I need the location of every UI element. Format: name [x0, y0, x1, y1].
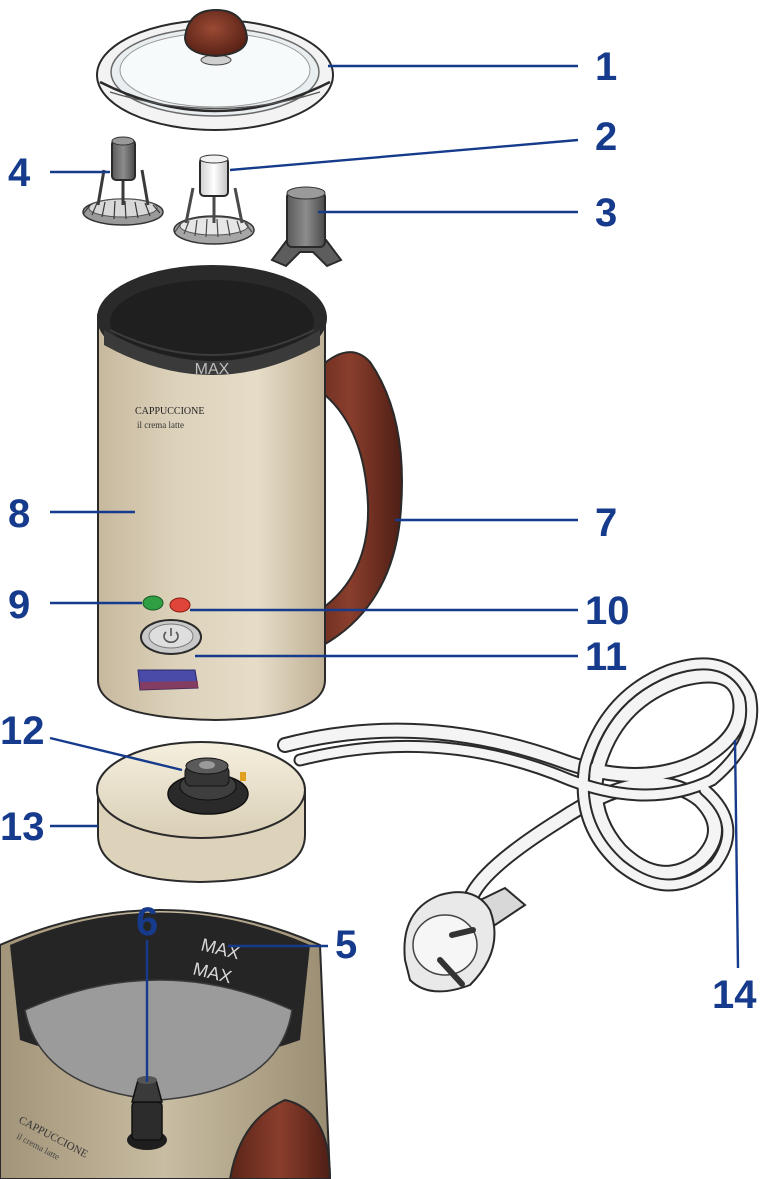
- whisk-coupling-pin: [127, 1076, 167, 1150]
- leader-2: [229, 138, 579, 172]
- whisk-left: [82, 136, 164, 226]
- lid-knob: [183, 8, 249, 66]
- callout-11: 11: [585, 635, 627, 679]
- red-indicator-led: [169, 597, 191, 613]
- inset-handle: [228, 1098, 332, 1179]
- max-mark: MAX: [195, 361, 230, 378]
- callout-5: 5: [335, 923, 357, 967]
- callout-9: 9: [8, 583, 30, 627]
- connector-pin: [167, 757, 249, 815]
- callout-3: 3: [595, 191, 617, 235]
- whisk-spindle: [270, 186, 343, 268]
- callout-13: 13: [0, 805, 45, 849]
- brand-text: CAPPUCCIONE: [135, 406, 204, 417]
- callout-10: 10: [585, 589, 630, 633]
- power-button[interactable]: [140, 619, 202, 655]
- whisk-middle: [173, 154, 255, 245]
- callout-4: 4: [8, 151, 31, 195]
- power-cord: [277, 657, 759, 908]
- callout-2: 2: [595, 115, 617, 159]
- callout-12: 12: [0, 709, 45, 753]
- callout-14: 14: [712, 973, 757, 1017]
- callout-labels: 1 2 3 4 7 8 9 10 11 12 13 14 5: [0, 45, 757, 1082]
- leader-12: [49, 736, 183, 772]
- green-indicator-led: [142, 595, 164, 611]
- callout-1: 1: [595, 45, 617, 89]
- power-base: [96, 741, 306, 884]
- brand-tagline: il crema latte: [137, 420, 184, 430]
- power-plug: [403, 886, 527, 993]
- leader-14: [733, 739, 740, 969]
- callout-8: 8: [8, 492, 30, 536]
- callout-7: 7: [595, 501, 617, 545]
- brand-logo: [137, 669, 199, 691]
- callout-6: 6: [136, 900, 158, 944]
- jug: MAX CAPPUCCIONE il crema latte: [97, 265, 327, 722]
- power-icon: [163, 628, 179, 643]
- lid: [96, 8, 334, 131]
- inset-jug-interior: MAX MAX CAPPUCCIONE il crema latte: [0, 909, 332, 1179]
